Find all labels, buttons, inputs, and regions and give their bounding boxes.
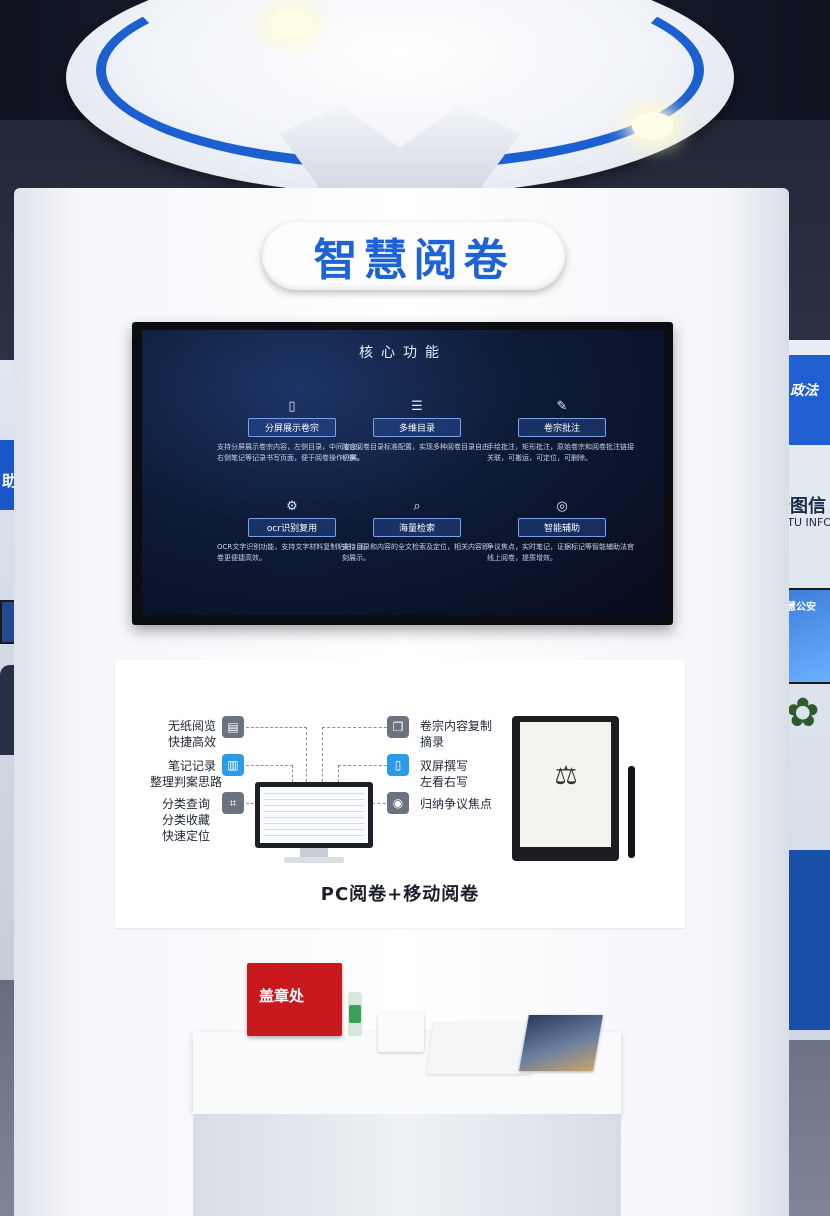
gear-icon: ⚙ <box>286 499 298 514</box>
feature-desc: OCR文字识别功能，支持文字材料复制粘贴，阅卷更便捷高效。 <box>217 543 366 562</box>
feature-directory: ☰ 多维目录 法官阅卷目录标准配置，实现多种阅卷目录自由切换。 <box>342 398 492 464</box>
feature-label: 卷宗批注 <box>518 418 606 437</box>
spotlight-icon <box>632 112 674 140</box>
feature-search: ⌕ 海量检索 支持目录和内容的全文检索及定位，相关内容即刻展示。 <box>342 498 492 564</box>
poster-line: 卷宗内容复制 <box>420 719 493 733</box>
feature-label: 海量检索 <box>373 518 461 537</box>
poster-item-copy: 卷宗内容复制 摘录 <box>420 718 492 750</box>
poster-line: 摘录 <box>420 735 445 749</box>
tissue-box <box>378 1012 424 1052</box>
connector-line <box>246 765 293 782</box>
pc-monitor-stand <box>300 848 328 858</box>
feature-annotation: ✎ 卷宗批注 手绘批注，矩形批注，原始卷宗和阅卷批注链接关联，可搬运，可定位，可… <box>487 398 637 464</box>
booklet <box>519 1015 603 1071</box>
feature-label: ocr识别复用 <box>248 518 336 537</box>
poster-item-classify: 分类查询 分类收藏 快速定位 <box>162 796 210 844</box>
feature-split-screen: ▯ 分屏展示卷宗 支持分屏展示卷宗内容，左侧目录，中间卷宗，右侧笔记等记录书写页… <box>217 398 367 464</box>
feature-smart-assist: ◎ 智能辅助 争议焦点，实时笔记，证据标记等智能辅助法官线上阅卷，提质增效。 <box>487 498 637 564</box>
poster-line: 左看右写 <box>420 775 469 789</box>
poster-caption: PC阅卷+移动阅卷 <box>320 884 480 905</box>
poster-line: 快捷高效 <box>168 735 217 749</box>
scales-icon: ⚖ <box>554 761 578 791</box>
page-title: 智慧阅卷 <box>313 235 514 286</box>
plant-icon: ✿ <box>786 690 820 736</box>
poster-item-split: 双屏撰写 左看右写 <box>420 758 468 790</box>
stylus-pen <box>628 766 635 858</box>
poster-item-paperless: 无纸阅览 快捷高效 <box>168 718 216 750</box>
stamp-sign-text: 盖章处 <box>259 987 305 1005</box>
screen-heading: 核心功能 <box>359 345 447 361</box>
paper-icon: ▤ <box>222 716 244 738</box>
tv-screen: 核心功能 ▯ 分屏展示卷宗 支持分屏展示卷宗内容，左侧目录，中间卷宗，右侧笔记等… <box>142 330 664 615</box>
feature-ocr: ⚙ ocr识别复用 OCR文字识别功能，支持文字材料复制粘贴，阅卷更便捷高效。 <box>217 498 367 564</box>
poster-line: 快速定位 <box>162 829 211 843</box>
title-plaque: 智慧阅卷 <box>262 222 565 290</box>
stamp-cap <box>349 1005 361 1023</box>
list-icon: ☰ <box>411 399 423 414</box>
connector-line <box>246 727 307 782</box>
feature-label: 智能辅助 <box>518 518 606 537</box>
note-icon: ▥ <box>222 754 244 776</box>
ereader-screen <box>520 722 611 847</box>
pc-monitor-table <box>264 793 364 837</box>
feature-desc: 手绘批注，矩形批注，原始卷宗和阅卷批注链接关联，可搬运，可定位，可删除。 <box>487 443 634 462</box>
feature-desc: 支持分屏展示卷宗内容，左侧目录，中间卷宗，右侧笔记等记录书写页面，便于阅卷操作分… <box>217 443 364 462</box>
poster-line: 整理判案思路 <box>150 775 223 789</box>
feature-label: 分屏展示卷宗 <box>248 418 336 437</box>
classify-icon: ⌗ <box>222 792 244 814</box>
poster-line: 归纳争议焦点 <box>420 797 493 811</box>
connector-line <box>338 765 387 782</box>
edit-icon: ✎ <box>556 399 568 414</box>
book-icon: ▯ <box>288 399 296 414</box>
focus-icon: ◉ <box>387 792 409 814</box>
poster-line: 分类收藏 <box>162 813 211 827</box>
feature-label: 多维目录 <box>373 418 461 437</box>
pc-monitor-base <box>284 857 344 863</box>
poster-line: 分类查询 <box>162 797 211 811</box>
poster-item-notes: 笔记记录 整理判案思路 <box>150 758 222 790</box>
split-icon: ▯ <box>387 754 409 776</box>
spotlight-icon <box>270 10 312 38</box>
right-screen-text: 智慧公安 <box>776 602 816 613</box>
search-icon: ⌕ <box>413 499 421 514</box>
poster-line: 无纸阅览 <box>168 719 217 733</box>
connector-line <box>322 727 387 782</box>
display-counter-body <box>193 1114 621 1216</box>
stamp-sign <box>247 963 342 1036</box>
assist-icon: ◎ <box>556 499 568 514</box>
feature-desc: 争议焦点，实时笔记，证据标记等智能辅助法官线上阅卷，提质增效。 <box>487 543 634 562</box>
right-banner-text: 政法 <box>790 383 818 399</box>
connector-line <box>372 803 386 804</box>
feature-desc: 法官阅卷目录标准配置，实现多种阅卷目录自由切换。 <box>342 443 489 462</box>
copy-icon: ❐ <box>387 716 409 738</box>
feature-desc: 支持目录和内容的全文检索及定位，相关内容即刻展示。 <box>342 543 489 562</box>
poster-line: 笔记记录 <box>168 759 217 773</box>
poster-line: 双屏撰写 <box>420 759 469 773</box>
connector-line <box>246 803 258 804</box>
poster-item-focus: 归纳争议焦点 <box>420 796 492 812</box>
